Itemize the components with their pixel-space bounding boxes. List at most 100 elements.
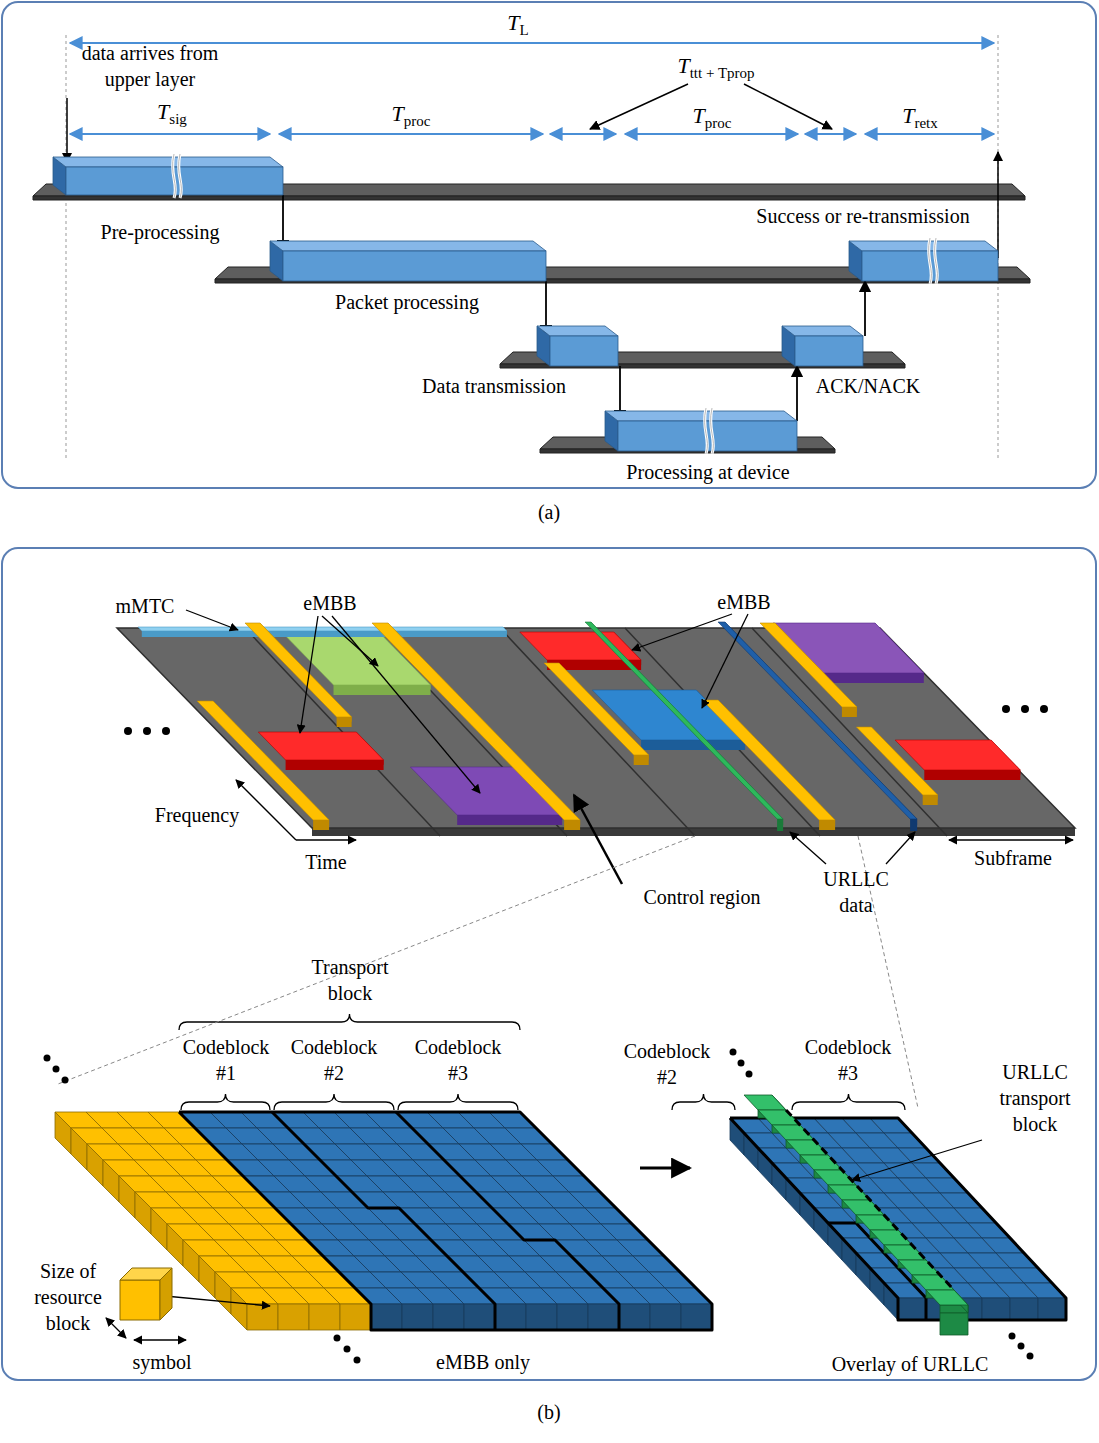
control-region xyxy=(923,800,938,805)
zoom-line xyxy=(58,836,918,1108)
brace xyxy=(672,1094,735,1110)
embb-allocation xyxy=(457,815,562,820)
resource-grid xyxy=(526,1304,557,1330)
annotation-label: (b) xyxy=(537,1399,560,1425)
annotation-label: Control region xyxy=(643,884,760,910)
box-front xyxy=(795,336,863,366)
control-region xyxy=(245,623,352,717)
time-dimension xyxy=(625,133,798,135)
urllc-block xyxy=(744,1095,786,1110)
control-arrow xyxy=(574,795,622,884)
box-top xyxy=(605,411,797,421)
time-symbol: TL xyxy=(507,9,528,41)
break-mark xyxy=(711,408,714,454)
urllc-block xyxy=(786,1140,828,1155)
flow-arrow xyxy=(796,366,798,421)
annotation-arrow xyxy=(702,614,748,708)
annotation-label: (a) xyxy=(538,499,560,525)
embb-allocation xyxy=(457,820,562,825)
annotation-label: Time xyxy=(305,849,347,875)
break-mark xyxy=(705,408,708,454)
resource-grid xyxy=(371,1304,402,1330)
annotation-arrow xyxy=(632,614,732,650)
time-symbol: Tttt + Tprop xyxy=(677,52,754,84)
panel-frame xyxy=(2,2,1096,1380)
annotation-arrow xyxy=(165,1296,270,1306)
annotation-label: URLLC transport block xyxy=(985,1059,1085,1137)
ellipsis-dot xyxy=(1021,705,1029,713)
annotation-arrow xyxy=(886,832,915,864)
annotation-label: Size of resource block xyxy=(20,1258,116,1336)
resource-grid xyxy=(340,1304,371,1330)
annotation-arrow xyxy=(790,832,826,864)
embb-allocation xyxy=(822,673,924,678)
annotation-label: Overlay of URLLC xyxy=(832,1351,989,1377)
ellipsis-dot xyxy=(1027,1353,1034,1360)
break-mark xyxy=(935,238,938,284)
resource-grid xyxy=(402,1304,433,1330)
annotation-label: eMBB xyxy=(717,589,770,615)
urllc-data xyxy=(718,622,917,819)
embb-allocation xyxy=(258,732,383,760)
double-arrow xyxy=(134,1339,186,1340)
resource-block-cube xyxy=(120,1268,172,1320)
urllc-block xyxy=(940,1313,968,1335)
resource-grid xyxy=(588,1304,619,1330)
box-top xyxy=(270,241,546,251)
panel-frame xyxy=(2,548,1096,1380)
annotation-arrow xyxy=(186,610,238,630)
resource-grid xyxy=(278,1304,309,1330)
annotation-arrow xyxy=(332,616,480,793)
time-dimension xyxy=(279,133,543,135)
annotation-arrow xyxy=(165,610,982,1306)
brace xyxy=(792,1094,905,1110)
box-label: Data transmission xyxy=(422,375,566,398)
double-arrow xyxy=(106,1318,126,1338)
control-region xyxy=(564,825,580,830)
break-mark xyxy=(929,238,932,284)
layer-platform xyxy=(33,184,1030,453)
panel-frame xyxy=(2,2,1096,488)
resource-grid xyxy=(898,1298,926,1320)
time-dimension xyxy=(70,133,270,135)
process-box: Data transmission xyxy=(550,336,618,366)
ellipsis-dot xyxy=(730,1049,737,1056)
ellipsis-dot xyxy=(738,1060,745,1067)
box-top xyxy=(53,157,283,167)
resource-grid xyxy=(681,1304,712,1330)
annotation-arrow xyxy=(296,839,356,840)
mmtc-allocation xyxy=(138,627,507,631)
generated-art xyxy=(55,622,1075,1335)
boundary-guide xyxy=(66,35,998,460)
break-mark xyxy=(711,408,714,454)
embb-allocation xyxy=(822,678,924,683)
break-mark xyxy=(173,154,176,198)
break-mark xyxy=(173,154,176,198)
annotation-label: Codeblock #1 xyxy=(178,1034,274,1086)
resource-grid xyxy=(309,1304,340,1330)
embb-allocation xyxy=(924,770,1020,775)
time-dimension xyxy=(865,133,994,135)
resource-grid xyxy=(982,1298,1010,1320)
box-label: Processing at device xyxy=(626,461,789,484)
annotation-arrow xyxy=(640,1167,690,1170)
ellipsis-dot xyxy=(354,1357,361,1364)
embb-allocation xyxy=(641,745,745,750)
double-arrow xyxy=(106,840,1073,1340)
control-region xyxy=(760,623,857,707)
resource-grid xyxy=(433,1304,464,1330)
time-dimension xyxy=(550,133,616,135)
ellipsis-dot xyxy=(44,1055,51,1062)
ellipsis-dot xyxy=(1009,1333,1016,1340)
box-shape xyxy=(270,241,546,281)
process-box: Success or re-transmission xyxy=(862,251,998,281)
resource-grid xyxy=(464,1304,495,1330)
brace xyxy=(398,1094,518,1110)
time-symbol: Tproc xyxy=(392,100,431,132)
annotation-label: Subframe xyxy=(974,845,1052,871)
urllc-block xyxy=(828,1185,870,1200)
double-arrow xyxy=(949,839,1073,840)
leader-arrow xyxy=(67,84,998,258)
box-label: Pre-processing xyxy=(101,221,220,244)
